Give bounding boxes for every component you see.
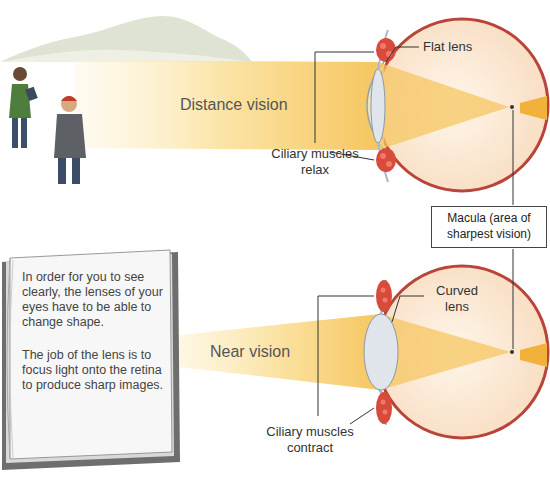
part-label: Curved lens (428, 283, 486, 314)
vision-label: Near vision (210, 342, 310, 361)
callout-text: Macula (area of sharpest vision) (436, 211, 542, 242)
eye-near (364, 266, 548, 438)
part-label: Ciliary muscles relax (262, 146, 368, 177)
man-figure (54, 96, 86, 184)
vision-label: Distance vision (180, 95, 310, 114)
callout-box: Macula (area of sharpest vision) (431, 206, 547, 248)
light-beam (170, 314, 380, 390)
book-text: The job of the lens is to focus light on… (22, 348, 168, 393)
hills (0, 50, 252, 62)
light-beam (75, 60, 378, 150)
eye-distance (367, 19, 548, 191)
open-book (2, 250, 180, 470)
part-label: Ciliary muscles contract (250, 424, 370, 455)
woman-figure (9, 67, 38, 148)
part-label: Flat lens (423, 39, 503, 55)
book-text: In order for you to see clearly, the len… (22, 270, 168, 330)
hills (0, 16, 252, 62)
